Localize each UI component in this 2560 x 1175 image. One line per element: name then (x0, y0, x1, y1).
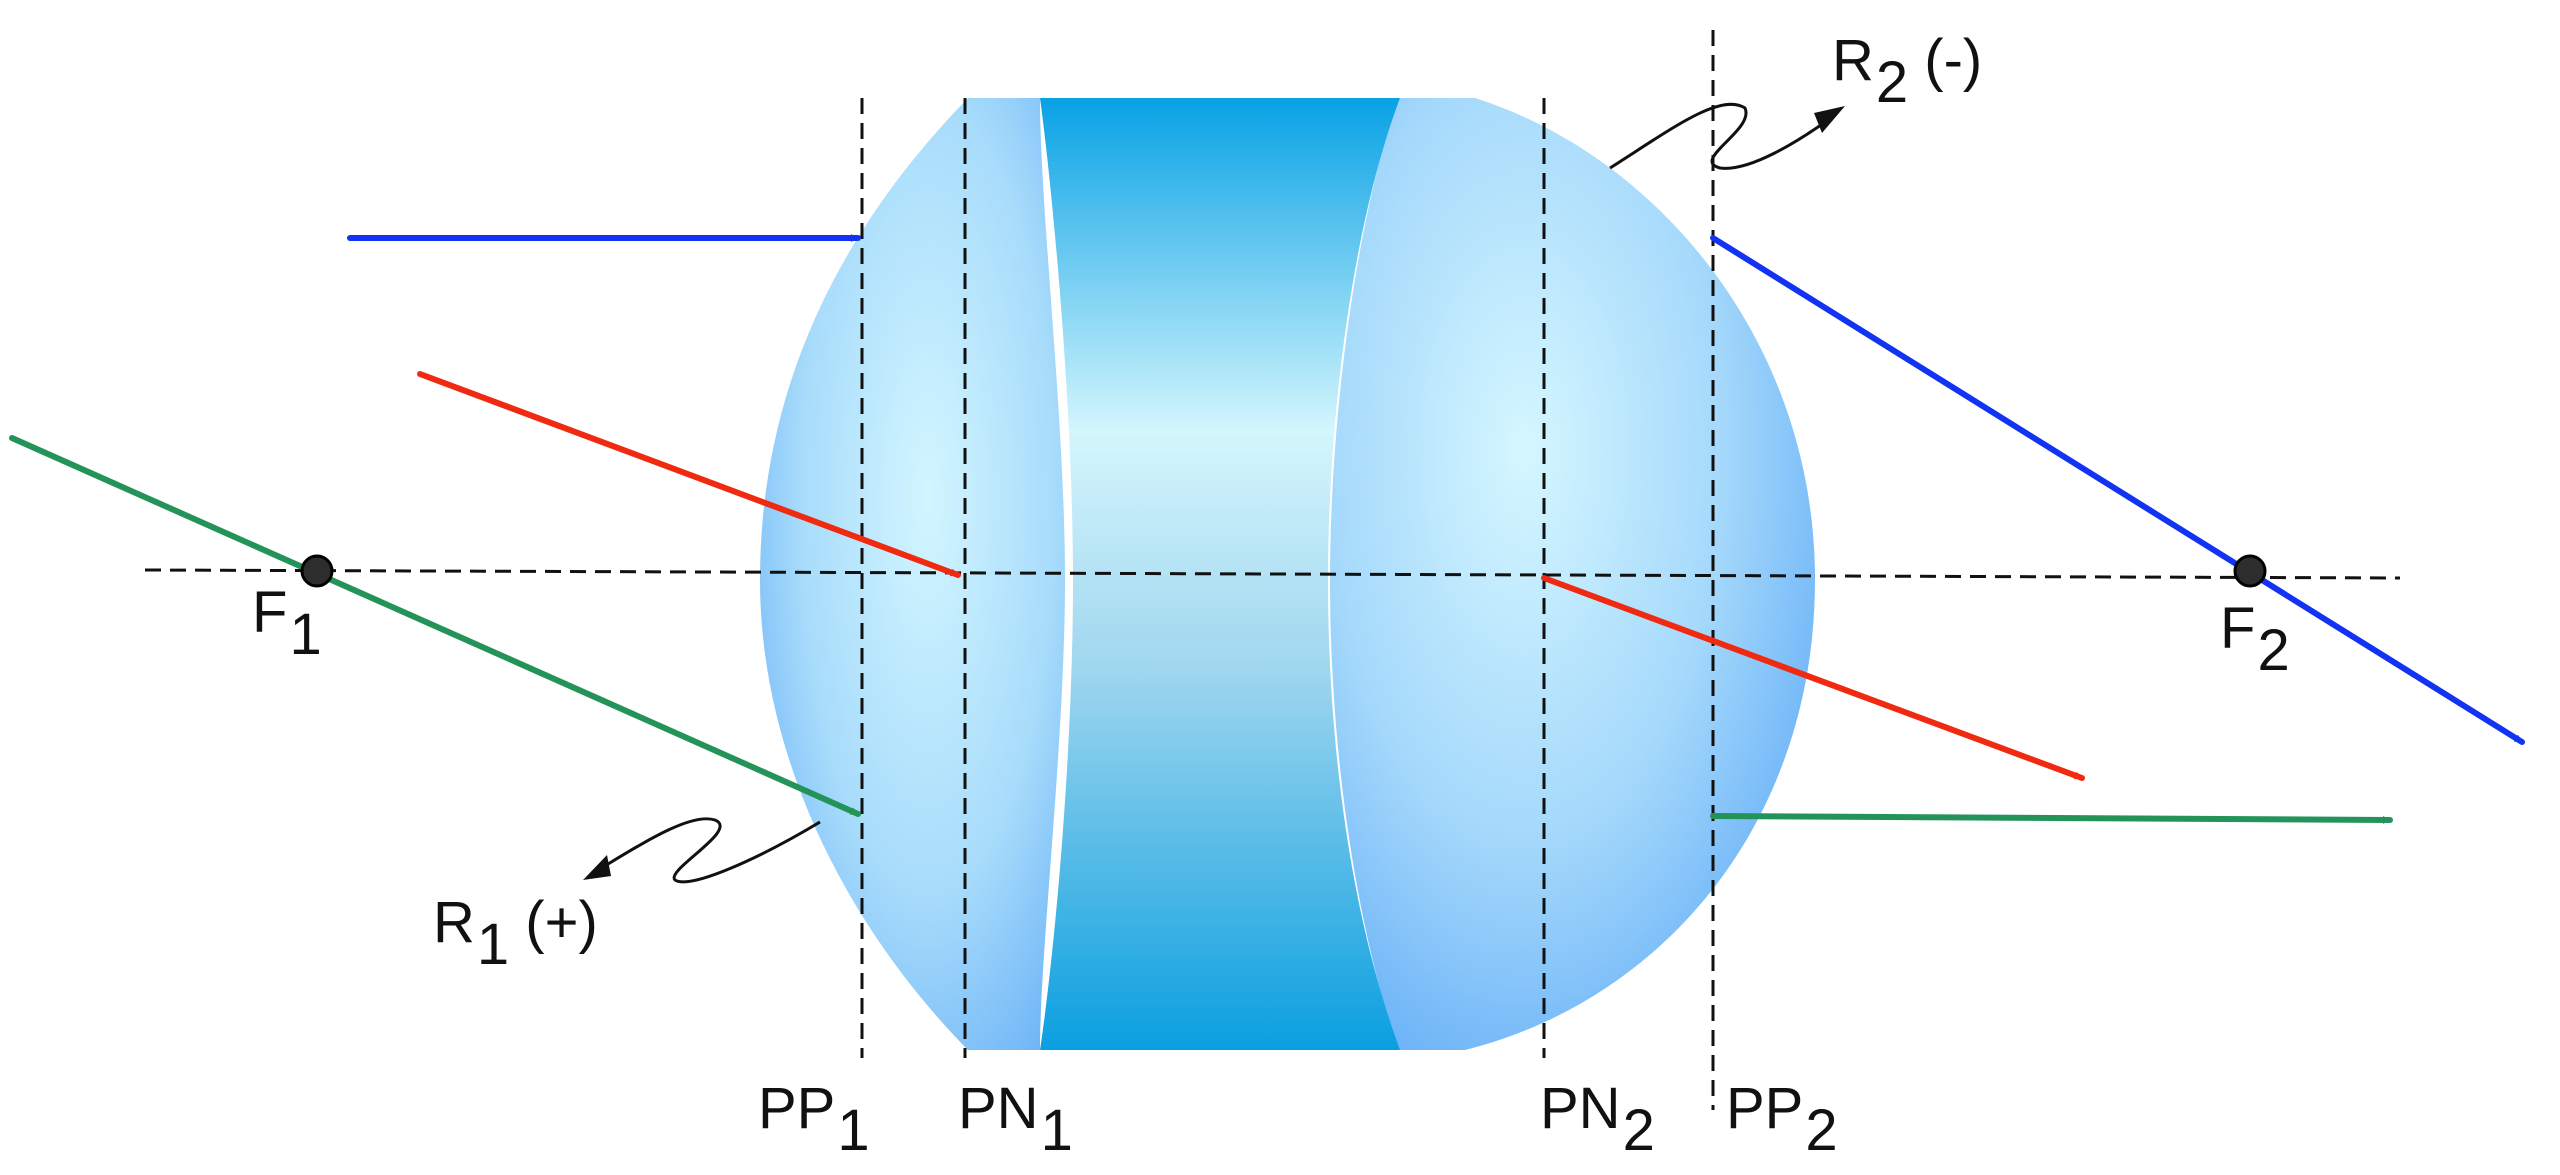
focal-point-1-label: F1 (252, 580, 322, 667)
green-ray-incident (9, 435, 861, 817)
focal-point-1-marker (300, 554, 334, 588)
green-ray-refracted (1710, 813, 2393, 824)
nodal-plane-1-label: PN1 (958, 1076, 1073, 1163)
optical-axis (144, 568, 2401, 580)
principal-plane-2-label: PP2 (1726, 1076, 1838, 1163)
radius-1-label: R1 (+) (433, 890, 598, 977)
blue-ray-refracted (1710, 235, 2525, 745)
blue-ray (347, 234, 2525, 745)
nodal-plane-2-label: PN2 (1540, 1076, 1655, 1163)
green-ray (9, 435, 2393, 824)
principal-plane-1-label: PP1 (758, 1076, 870, 1163)
red-ray (417, 371, 2085, 781)
focal-point-2-marker (2233, 554, 2267, 588)
radius-2-label: R2 (-) (1832, 28, 1982, 115)
radius-1-pointer (583, 817, 821, 884)
lens-left-convex-surface (760, 98, 1065, 1050)
focal-point-2-label: F2 (2220, 596, 2290, 683)
red-ray-emergent (1541, 575, 2085, 781)
radius-2-pointer (1609, 102, 1845, 170)
red-ray-incident (417, 371, 961, 578)
